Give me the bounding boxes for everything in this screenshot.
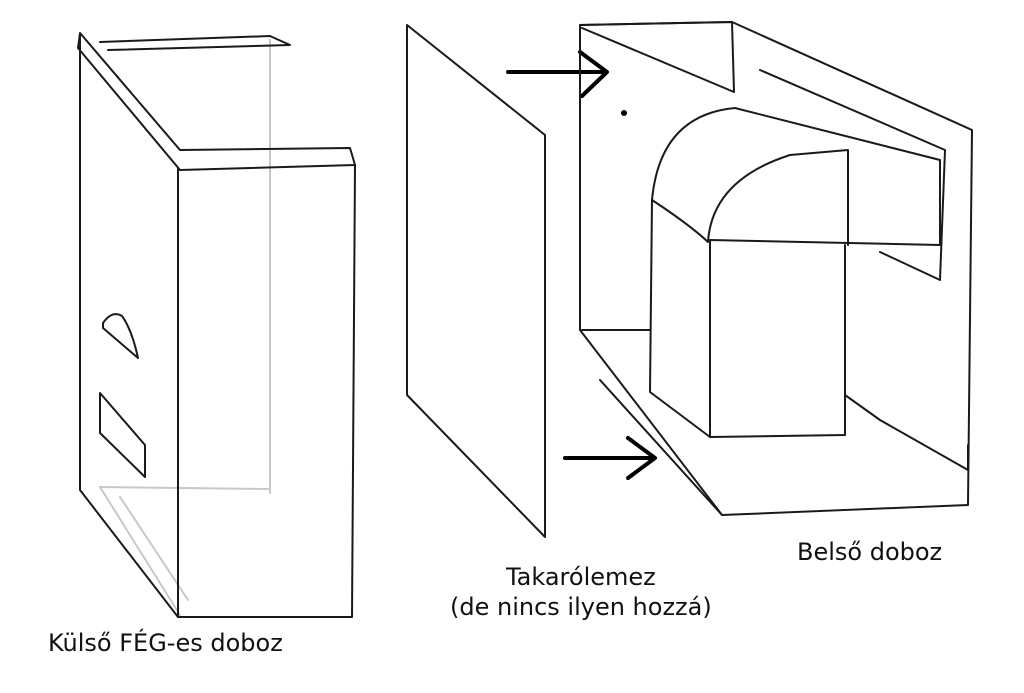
label-inner-box: Belső doboz <box>797 538 943 566</box>
outer-box-hidden-edges <box>99 39 271 616</box>
cover-plate <box>406 24 546 538</box>
cover-plate-drawing <box>406 24 546 538</box>
outer-box-left-side <box>79 34 179 618</box>
inner-duct-curve <box>651 149 849 246</box>
inner-box-bottom-edges <box>581 329 723 516</box>
inner-duct-base <box>844 394 969 471</box>
outer-box-round-opening <box>102 313 139 359</box>
inner-duct-front <box>651 107 941 438</box>
label-outer-box: Külső FÉG-es doboz <box>48 629 283 657</box>
inner-box-back-opening <box>759 69 946 281</box>
outer-box-drawing <box>77 32 356 618</box>
outer-box-top-back <box>99 35 291 51</box>
outer-box-top-frame <box>77 32 356 171</box>
arrow-top <box>506 50 609 98</box>
label-cover-plate-line2: (de nincs ilyen hozzá) <box>450 593 712 621</box>
inner-box-top-left <box>579 21 735 93</box>
outer-box-front-panel <box>177 164 356 618</box>
marker-dot <box>621 110 627 116</box>
arrows <box>506 50 657 480</box>
arrow-bottom <box>563 436 657 480</box>
label-cover-plate-line1: Takarólemez <box>505 563 656 591</box>
inner-box-drawing <box>579 21 973 516</box>
inner-duct-left <box>649 199 711 438</box>
outer-box-rect-opening <box>99 392 146 478</box>
label-cover-plate: Takarólemez (de nincs ilyen hozzá) <box>450 562 712 622</box>
